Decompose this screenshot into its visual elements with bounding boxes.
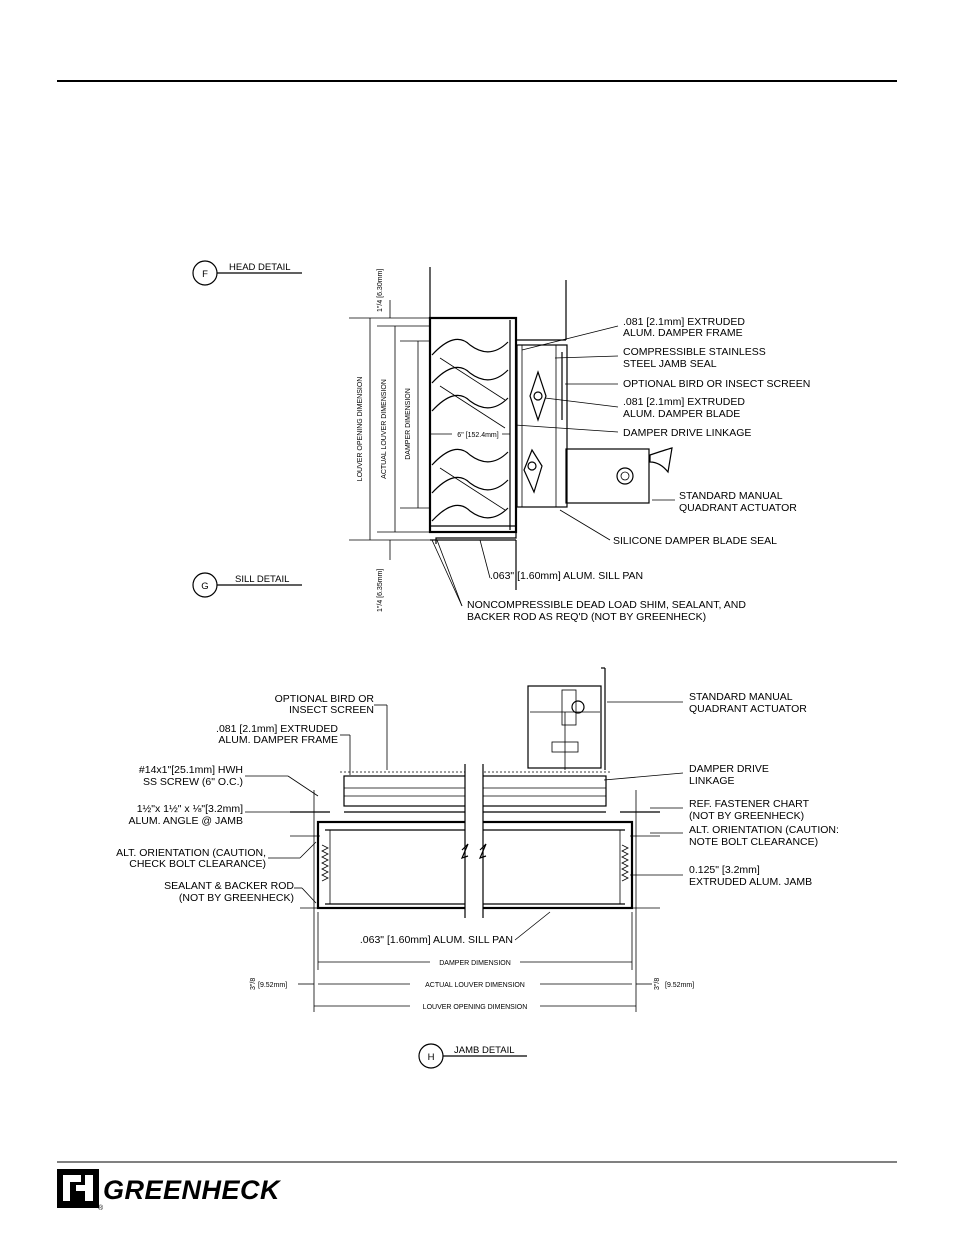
- head-leaders: [431, 325, 675, 607]
- callout-blade-seal: SILICONE DAMPER BLADE SEAL: [613, 535, 777, 547]
- callout-jamb-seal-1: COMPRESSIBLE STAINLESS: [623, 346, 766, 358]
- jamb-side-frac-right: 3″/8: [654, 978, 661, 990]
- jamb-detail: DAMPER DIMENSION ACTUAL LOUVER DIMENSION…: [116, 667, 839, 1069]
- marker-g: G: [201, 581, 208, 592]
- actual-louver-dim-label: ACTUAL LOUVER DIMENSION: [381, 379, 388, 479]
- callout-actuator-2: QUADRANT ACTUATOR: [679, 502, 797, 514]
- marker-h: H: [428, 1052, 435, 1063]
- jamb-detail-title: JAMB DETAIL: [454, 1045, 515, 1056]
- head-sill-detail: F HEAD DETAIL G SILL DETAIL: [192, 260, 810, 623]
- jamb-leaders: [245, 701, 684, 941]
- brand-registered: ®: [98, 1204, 104, 1212]
- head-detail-title: HEAD DETAIL: [229, 262, 291, 273]
- jamb-callout-angle-1: 1½"x 1½" x ⅛"[3.2mm]: [137, 803, 243, 815]
- jamb-callout-sill-pan: .063" [1.60mm] ALUM. SILL PAN: [360, 934, 513, 946]
- jamb-callout-frame-2: ALUM. DAMPER FRAME: [218, 734, 338, 746]
- callout-damper-blade-2: ALUM. DAMPER BLADE: [623, 408, 740, 420]
- jamb-damper-dim: DAMPER DIMENSION: [439, 960, 511, 967]
- jamb-callout-frame-1: .081 [2.1mm] EXTRUDED: [216, 723, 338, 735]
- jamb-callout-fastener-2: (NOT BY GREENHECK): [689, 810, 804, 822]
- callout-actuator-1: STANDARD MANUAL: [679, 490, 783, 502]
- jamb-callout-actuator-1: STANDARD MANUAL: [689, 691, 793, 703]
- jamb-callout-linkage-2: LINKAGE: [689, 775, 735, 787]
- damper-blade-lower: [523, 448, 543, 494]
- jamb-callout-screw-2: SS SCREW (6" O.C.): [143, 776, 243, 788]
- jamb-callout-alt-1: ALT. ORIENTATION (CAUTION,: [116, 847, 266, 859]
- actuator-box: [565, 448, 650, 504]
- jamb-callout-alt-right-1: ALT. ORIENTATION (CAUTION:: [689, 824, 839, 836]
- jamb-side-dim-left: [9.52mm]: [258, 982, 287, 989]
- jamb-callout-screw-1: #14x1"[25.1mm] HWH: [139, 764, 243, 776]
- brand-name: GREENHECK: [103, 1175, 282, 1205]
- louver-frame: [428, 316, 518, 534]
- jamb-callout-linkage-1: DAMPER DRIVE: [689, 763, 769, 775]
- callout-damper-frame-2: ALUM. DAMPER FRAME: [623, 327, 743, 339]
- jamb-louver-opening-dim: LOUVER OPENING DIMENSION: [423, 1004, 528, 1011]
- jamb-callout-sealant-2: (NOT BY GREENHECK): [179, 892, 294, 904]
- callout-damper-blade-1: .081 [2.1mm] EXTRUDED: [623, 396, 745, 408]
- jamb-side-dim-right: [9.52mm]: [665, 982, 694, 989]
- damper-blade-upper: [529, 370, 547, 422]
- jamb-callout-angle-2: ALUM. ANGLE @ JAMB: [128, 815, 243, 827]
- jamb-callout-alt-2: CHECK BOLT CLEARANCE): [129, 858, 266, 870]
- jamb-callout-jamb-2: EXTRUDED ALUM. JAMB: [689, 876, 812, 888]
- greenheck-logo: GREENHECK ®: [57, 1169, 282, 1212]
- jamb-callout-jamb-1: 0.125" [3.2mm]: [689, 864, 760, 876]
- louver-blades: [431, 338, 509, 522]
- callout-shim-2: BACKER ROD AS REQ'D (NOT BY GREENHECK): [467, 611, 706, 623]
- louver-opening-dim-label: LOUVER OPENING DIMENSION: [357, 377, 364, 482]
- callout-sill-pan: .063" [1.60mm] ALUM. SILL PAN: [490, 570, 643, 582]
- jamb-callout-screen-2: INSECT SCREEN: [289, 704, 374, 716]
- jamb-side-frac-left: 3″/8: [250, 978, 257, 990]
- sill-pan: [430, 531, 517, 544]
- sill-bottom-dim: 1″/4 [6.35mm]: [377, 569, 384, 612]
- callout-damper-frame-1: .081 [2.1mm] EXTRUDED: [623, 316, 745, 328]
- jamb-callout-screen-1: OPTIONAL BIRD OR: [275, 693, 375, 705]
- damper-dim-label: DAMPER DIMENSION: [405, 388, 412, 460]
- marker-f: F: [202, 269, 208, 280]
- jamb-callout-fastener-1: REF. FASTENER CHART: [689, 798, 810, 810]
- jamb-callout-sealant-1: SEALANT & BACKER ROD: [164, 880, 294, 892]
- callout-drive-linkage: DAMPER DRIVE LINKAGE: [623, 427, 751, 439]
- callout-shim-1: NONCOMPRESSIBLE DEAD LOAD SHIM, SEALANT,…: [467, 599, 746, 611]
- head-top-dim: 1″/4 [6.30mm]: [377, 269, 384, 312]
- jamb-actual-louver-dim: ACTUAL LOUVER DIMENSION: [425, 982, 525, 989]
- jamb-actuator-box: [527, 685, 602, 769]
- callout-insect-screen: OPTIONAL BIRD OR INSECT SCREEN: [623, 378, 810, 390]
- sill-detail-title: SILL DETAIL: [235, 574, 289, 585]
- jamb-callout-alt-right-2: NOTE BOLT CLEARANCE): [689, 836, 818, 848]
- six-inch-dim: 6" [152.4mm]: [457, 432, 498, 439]
- jamb-callout-actuator-2: QUADRANT ACTUATOR: [689, 703, 807, 715]
- callout-jamb-seal-2: STEEL JAMB SEAL: [623, 358, 717, 370]
